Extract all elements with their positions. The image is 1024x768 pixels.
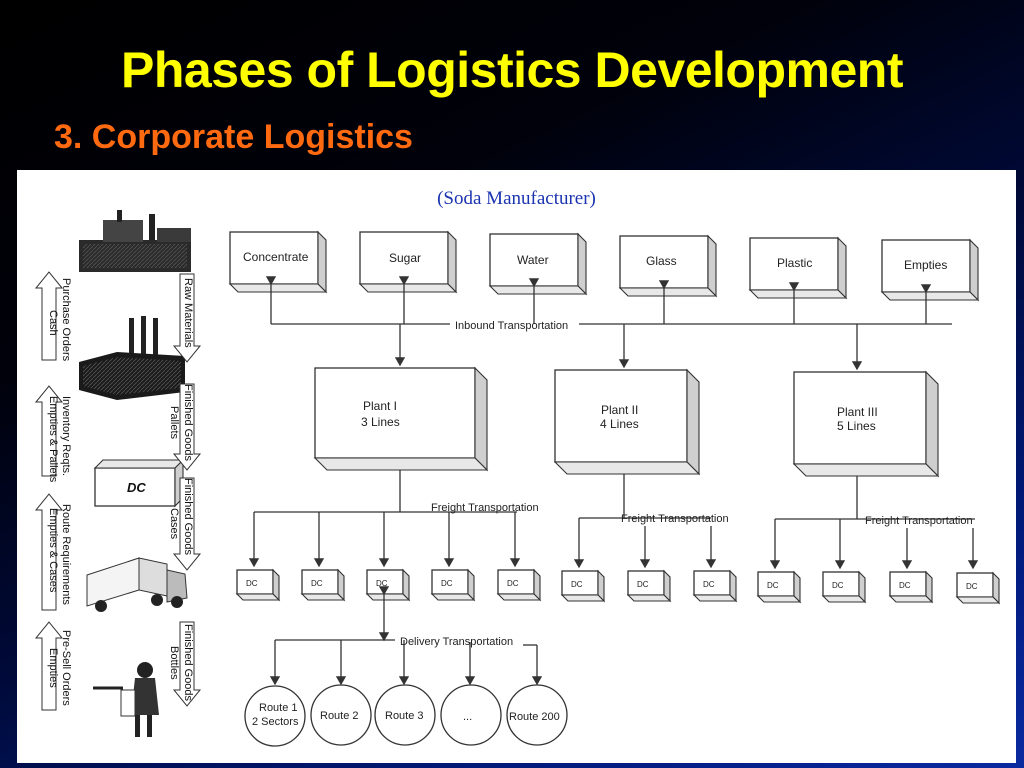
- supply-box: Water: [488, 232, 588, 296]
- supply-box: Concentrate: [228, 230, 328, 294]
- dc-box: DC: [365, 568, 411, 602]
- delivery-lines: [269, 586, 543, 686]
- route-circle: Route 2: [310, 684, 372, 746]
- route-circle: ...: [440, 684, 502, 746]
- finished-goods-pallets-label: Finished Goods: [182, 384, 194, 462]
- supply-label: Water: [517, 253, 549, 267]
- route-circle: Route 3: [374, 684, 436, 746]
- pallets-label: Pallets: [168, 406, 180, 440]
- supply-box: Plastic: [748, 236, 848, 300]
- person-icon: [93, 662, 159, 737]
- plant-icon: [79, 316, 185, 400]
- dc-box: DC: [756, 570, 802, 604]
- dc-label: DC: [127, 480, 146, 495]
- pre-sell-orders-label: Pre-Sell Orders: [60, 630, 72, 706]
- inbound-lines: [265, 276, 952, 371]
- inbound-transportation-label: Inbound Transportation: [455, 320, 568, 332]
- dc-box: DC: [300, 568, 346, 602]
- route-requirements-label: Route Requirements: [60, 504, 72, 605]
- freight-transportation-label: Freight Transportation: [431, 502, 539, 514]
- dc-box-label: DC: [441, 579, 453, 588]
- inventory-reqts-label: Inventory Reqts.: [60, 396, 72, 476]
- supply-box: Sugar: [358, 230, 458, 294]
- route-circle: Route 1 2 Sectors: [244, 685, 306, 747]
- supply-label: Glass: [646, 254, 677, 268]
- dc-box: DC: [692, 569, 738, 603]
- plant-box: Plant I 3 Lines: [313, 366, 489, 472]
- supply-box: Glass: [618, 234, 718, 298]
- dc-box-label: DC: [507, 579, 519, 588]
- slide-subtitle: 3. Corporate Logistics: [54, 118, 413, 156]
- dc-box: DC: [235, 568, 281, 602]
- dc-box: DC: [626, 569, 672, 603]
- dc-box-label: DC: [376, 579, 388, 588]
- routes: Route 1 2 Sectors Route 2 Route 3 ... Rou…: [244, 684, 568, 747]
- supply-label: Plastic: [777, 256, 812, 270]
- supply-box: Empties: [880, 238, 980, 302]
- logistics-diagram: DC: [34, 210, 1001, 747]
- supply-label: Concentrate: [243, 250, 309, 264]
- delivery-transportation-label: Delivery Transportation: [400, 636, 513, 648]
- dc-box-label: DC: [899, 581, 911, 590]
- empties-pallets-label: Empties & Pallets: [47, 396, 59, 483]
- diagram-caption: (Soda Manufacturer): [437, 188, 596, 209]
- route-circle: Route 200: [506, 684, 568, 746]
- plant-box: Plant III 5 Lines: [792, 370, 940, 478]
- cash-label: Cash: [47, 310, 59, 336]
- freight-lines: [248, 470, 979, 570]
- dc-box-label: DC: [703, 580, 715, 589]
- purchase-orders-label: Purchase Orders: [60, 278, 72, 362]
- route-line1: Route 2: [320, 710, 359, 722]
- cases-label: Cases: [168, 508, 180, 540]
- down-arrows: [172, 273, 202, 707]
- freight-transportation-label: Freight Transportation: [621, 513, 729, 525]
- freight-transportation-label: Freight Transportation: [865, 515, 973, 527]
- dc-box-label: DC: [311, 579, 323, 588]
- truck-icon: [86, 557, 188, 612]
- dc-box-label: DC: [966, 582, 978, 591]
- dc-box: DC: [496, 568, 542, 602]
- dc-box: DC: [955, 571, 1001, 605]
- raw-materials-label: Raw Materials: [182, 278, 194, 348]
- dc-box: DC: [560, 569, 606, 603]
- dc-box-label: DC: [767, 581, 779, 590]
- plant-lines: 4 Lines: [600, 417, 639, 431]
- route-line1: Route 200: [509, 711, 560, 723]
- plants: Plant I 3 Lines Plant II 4 Lines Plant I…: [313, 366, 940, 478]
- up-arrows: [34, 271, 64, 711]
- dc-box: DC: [430, 568, 476, 602]
- factory-icon: [79, 210, 191, 272]
- dc-box-label: DC: [637, 580, 649, 589]
- left-flow: DC: [34, 210, 202, 737]
- empties-cases-label: Empties & Cases: [47, 508, 59, 593]
- dc-boxes: DC DC DC DC DC DC DC DC DC DC DC DC: [235, 568, 1001, 605]
- route-line1: Route 3: [385, 710, 424, 722]
- dc-box: DC: [821, 570, 867, 604]
- plant-name: Plant III: [837, 405, 878, 419]
- dc-box-label: DC: [246, 579, 258, 588]
- plant-lines: 3 Lines: [361, 415, 400, 429]
- dc-box-label: DC: [832, 581, 844, 590]
- route-line1: ...: [463, 711, 472, 723]
- dc-icon: DC: [93, 458, 185, 508]
- route-line1: Route 1: [259, 702, 298, 714]
- route-line2: 2 Sectors: [252, 716, 299, 728]
- slide-title: Phases of Logistics Development: [121, 42, 903, 98]
- empties-label: Empties: [47, 648, 59, 688]
- dc-box: DC: [888, 570, 934, 604]
- finished-goods-cases-label: Finished Goods: [182, 478, 194, 556]
- supply-boxes: Concentrate Sugar Water Glass Plastic Em…: [228, 230, 980, 302]
- supply-label: Empties: [904, 258, 947, 272]
- diagram-panel: (Soda Manufacturer): [17, 170, 1016, 763]
- plant-box: Plant II 4 Lines: [553, 368, 701, 476]
- plant-name: Plant II: [601, 403, 638, 417]
- bottles-label: Bottles: [168, 646, 180, 680]
- supply-label: Sugar: [389, 251, 421, 265]
- finished-goods-bottles-label: Finished Goods: [182, 624, 194, 702]
- dc-box-label: DC: [571, 580, 583, 589]
- plant-name: Plant I: [363, 399, 397, 413]
- plant-lines: 5 Lines: [837, 419, 876, 433]
